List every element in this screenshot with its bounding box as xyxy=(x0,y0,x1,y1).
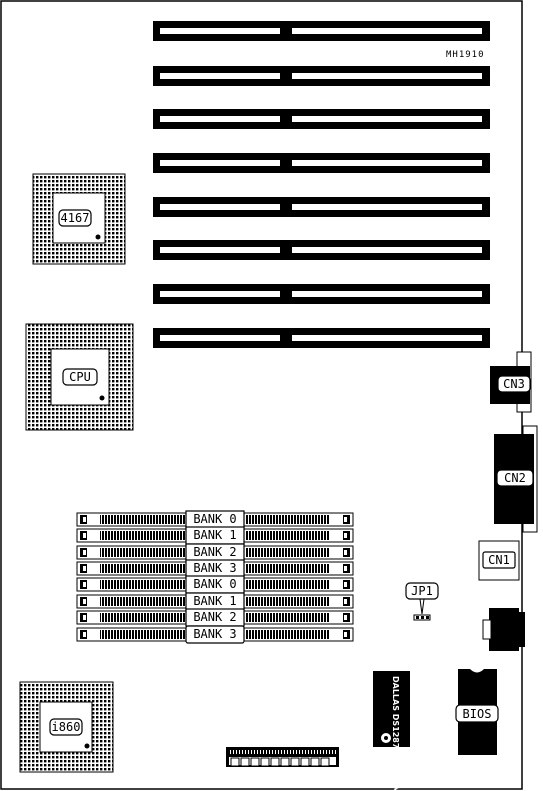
coprocessor-socket: 4167 xyxy=(32,173,126,265)
expansion-slot xyxy=(153,109,490,129)
expansion-slot xyxy=(153,328,490,348)
expansion-slot xyxy=(153,197,490,217)
expansion-slot xyxy=(153,240,490,260)
bank-label: BANK 1 xyxy=(193,594,236,608)
cn1-connector: CN1 xyxy=(478,540,520,581)
expansion-slot xyxy=(153,21,490,41)
pin1-dot xyxy=(84,743,90,749)
bank-label: BANK 0 xyxy=(193,512,236,526)
simm-slot: BANK 2 xyxy=(76,608,354,627)
bios-label: BIOS xyxy=(463,707,492,721)
simm-slot: BANK 2 xyxy=(76,543,354,562)
cn2-connector: CN2 xyxy=(494,425,538,533)
simm-slot: BANK 1 xyxy=(76,592,354,611)
simm-slot: BANK 3 xyxy=(76,625,354,644)
simm-slot: BANK 0 xyxy=(76,575,354,594)
bank-label: BANK 3 xyxy=(193,561,236,575)
jp1-label: JP1 xyxy=(411,584,433,598)
i860-label: i860 xyxy=(52,720,81,734)
jp1-jumper: JP1 xyxy=(405,582,439,621)
bank-label: BANK 2 xyxy=(193,610,236,624)
i860-socket: i860 xyxy=(19,681,114,773)
pin1-dot xyxy=(99,395,105,401)
pin1-dot xyxy=(95,234,101,240)
expansion-slot xyxy=(153,66,490,86)
coprocessor-label: 4167 xyxy=(61,211,90,225)
bank-label: BANK 1 xyxy=(193,528,236,542)
simm-slot: BANK 3 xyxy=(76,559,354,578)
cpu-socket: CPU xyxy=(25,323,134,431)
bank-label: BANK 0 xyxy=(193,577,236,591)
simm-banks: BANK 0 BANK 1 BANK 2 BANK xyxy=(76,510,354,644)
cn3-label: CN3 xyxy=(503,377,525,391)
cpu-label: CPU xyxy=(69,370,91,384)
cn2-label: CN2 xyxy=(504,471,526,485)
bank-label: BANK 3 xyxy=(193,627,236,641)
bios-chip: BIOS xyxy=(455,669,499,755)
simm-slot: BANK 0 xyxy=(76,510,354,529)
simm-slot: BANK 1 xyxy=(76,526,354,545)
bank-label: BANK 2 xyxy=(193,545,236,559)
keyboard-connector xyxy=(482,608,525,651)
model-code: MH1910 xyxy=(446,50,485,60)
expansion-slots xyxy=(153,21,490,348)
rtc-chip: DALLAS DS1287 REAL TIME xyxy=(373,671,410,791)
expansion-slot xyxy=(153,153,490,173)
bottom-pin-header xyxy=(226,747,339,767)
rtc-label: DALLAS DS1287 REAL TIME xyxy=(391,676,400,791)
expansion-slot xyxy=(153,284,490,304)
cn1-label: CN1 xyxy=(488,553,510,567)
cn3-connector: CN3 xyxy=(490,351,532,413)
